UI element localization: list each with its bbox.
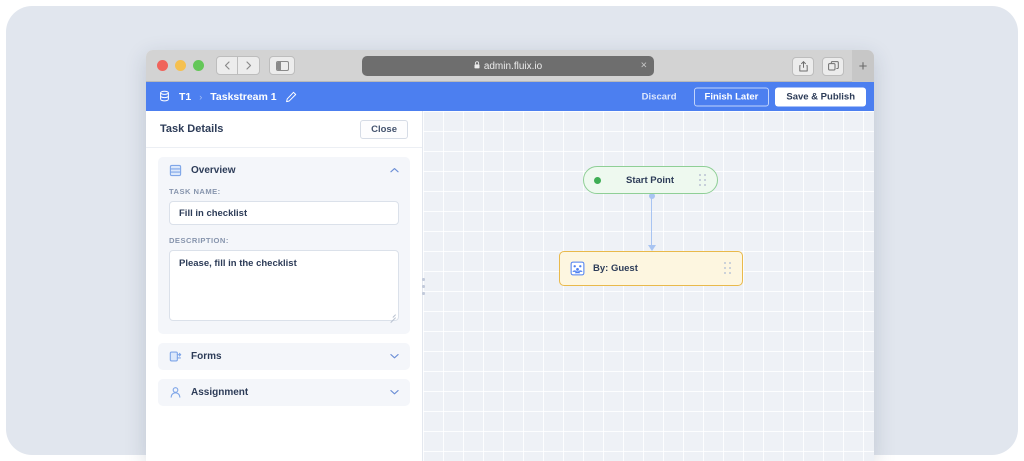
section-assignment-header[interactable]: Assignment (158, 379, 410, 406)
workflow-stack-icon[interactable] (158, 90, 171, 103)
discard-button[interactable]: Discard (631, 87, 688, 106)
arrow-down-icon (647, 245, 656, 251)
url-text: admin.fluix.io (483, 60, 543, 72)
close-panel-button[interactable]: Close (360, 119, 408, 139)
copy-tabs-icon (827, 61, 839, 71)
section-overview: Overview TASK NAME: DESCRIPTION: (158, 157, 410, 334)
browser-nav-group (216, 56, 295, 75)
section-overview-header[interactable]: Overview (158, 157, 410, 184)
breadcrumb-current[interactable]: Taskstream 1 (210, 90, 277, 103)
share-icon (798, 60, 808, 71)
task-details-panel: Task Details Close Overview (146, 111, 423, 461)
section-forms-label: Forms (191, 351, 222, 362)
page-title: Task Details (160, 123, 224, 135)
back-button[interactable] (216, 56, 238, 75)
chevron-right-icon (245, 61, 251, 70)
close-window-button[interactable] (157, 60, 168, 71)
plus-icon: + (858, 57, 868, 75)
app-body: Task Details Close Overview (146, 111, 874, 461)
drag-dots-icon (421, 284, 425, 288)
pencil-icon[interactable] (285, 91, 297, 103)
lock-icon (474, 61, 480, 71)
assignee-group-icon (570, 261, 585, 276)
chevron-down-icon[interactable] (390, 388, 399, 397)
description-wrap (169, 250, 399, 323)
connector-start-to-guest (647, 193, 656, 251)
drag-handle-icon[interactable] (699, 173, 707, 187)
node-guest-task[interactable]: By: Guest (559, 251, 743, 286)
browser-chrome: admin.fluix.io × + (146, 50, 874, 82)
window-controls (157, 60, 204, 71)
section-forms: Forms (158, 343, 410, 370)
panel-content: Overview TASK NAME: DESCRIPTION: (146, 148, 422, 461)
task-name-label: TASK NAME: (169, 187, 221, 196)
finish-later-button[interactable]: Finish Later (693, 87, 770, 106)
connector-line (650, 197, 653, 245)
save-publish-button[interactable]: Save & Publish (775, 87, 866, 106)
person-icon (169, 386, 182, 399)
list-panel-icon (169, 164, 182, 177)
sidebar-toggle-icon (275, 60, 289, 71)
section-forms-header[interactable]: Forms (158, 343, 410, 370)
node-start-point-label: Start Point (625, 174, 675, 186)
status-dot (594, 176, 601, 184)
breadcrumb-root[interactable]: T1 (179, 90, 192, 103)
breadcrumb-separator: › (199, 91, 203, 102)
close-tab-icon[interactable]: × (640, 59, 647, 72)
node-guest-task-label: By: Guest (593, 263, 638, 274)
browser-toolbar-right: + (792, 50, 874, 82)
browser-window: admin.fluix.io × + (146, 50, 874, 461)
description-textarea[interactable] (169, 250, 399, 321)
url-bar[interactable]: admin.fluix.io × (362, 56, 654, 76)
task-name-input[interactable] (169, 201, 399, 225)
section-overview-body: TASK NAME: DESCRIPTION: (158, 184, 410, 334)
node-start-point[interactable]: Start Point (583, 166, 718, 194)
chevron-down-icon[interactable] (390, 352, 399, 361)
description-label: DESCRIPTION: (169, 236, 229, 245)
panel-resize-handle[interactable] (417, 273, 429, 299)
new-tab-button[interactable]: + (852, 50, 874, 82)
panel-header: Task Details Close (146, 111, 422, 148)
topbar-actions: Discard Finish Later Save & Publish (631, 87, 866, 106)
app-topbar: T1 › Taskstream 1 Discard Finish Later S… (146, 82, 874, 111)
chevron-up-icon[interactable] (390, 166, 399, 175)
chevron-left-icon (224, 61, 230, 70)
drag-handle-icon[interactable] (724, 262, 732, 275)
show-tabs-button[interactable] (822, 56, 844, 76)
breadcrumb: T1 › Taskstream 1 (158, 90, 297, 103)
connector-start-dot (648, 193, 655, 199)
sidebar-toggle-button[interactable] (269, 56, 295, 75)
minimize-window-button[interactable] (175, 60, 186, 71)
drag-dots-icon (421, 291, 425, 295)
section-overview-label: Overview (191, 165, 236, 176)
maximize-window-button[interactable] (193, 60, 204, 71)
forward-button[interactable] (238, 56, 260, 75)
share-button[interactable] (792, 56, 814, 76)
section-assignment-label: Assignment (191, 387, 249, 398)
form-document-icon (169, 350, 182, 363)
drag-dots-icon (421, 277, 425, 281)
workflow-canvas[interactable]: Start Point (423, 111, 874, 461)
section-assignment: Assignment (158, 379, 410, 406)
